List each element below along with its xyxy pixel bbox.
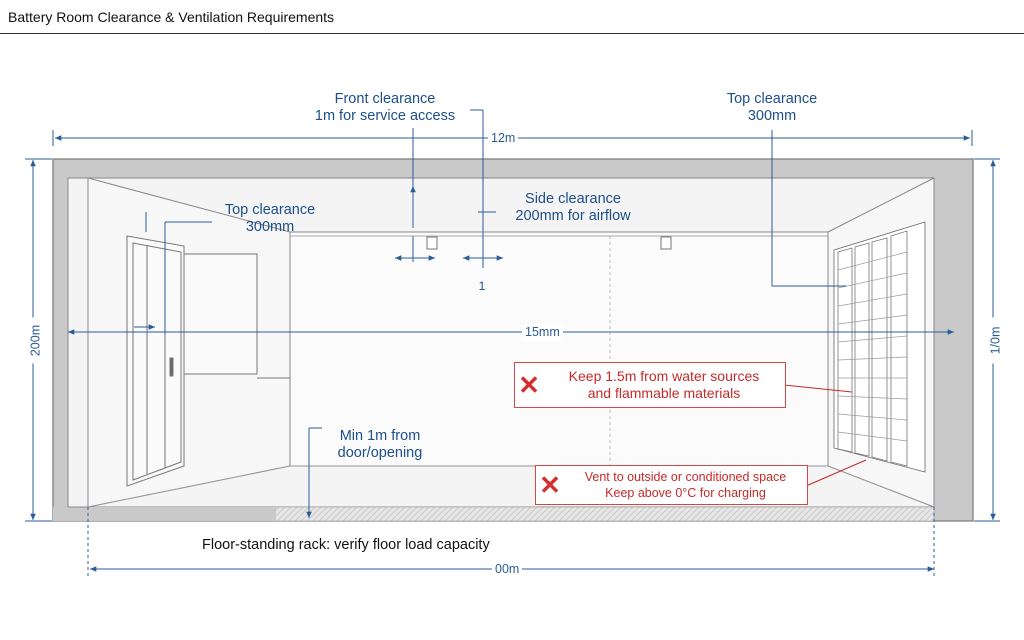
warning-vent-box: ✕ Vent to outside or conditioned space K… <box>535 465 808 505</box>
floor-load-note: Floor-standing rack: verify floor load c… <box>202 537 490 553</box>
warning-water-line1: Keep 1.5m from water sources <box>568 368 760 384</box>
warning-x-icon: ✕ <box>518 370 540 400</box>
min-door-value: door/opening <box>337 445 423 461</box>
door-frame <box>126 235 290 487</box>
min-door-label: Min 1m from door/opening <box>326 428 434 462</box>
side-clearance-title: Side clearance <box>525 191 621 207</box>
warning-water-box: ✕ Keep 1.5m from water sources and flamm… <box>514 362 786 408</box>
side-clearance-value: 200mm for airflow <box>515 208 631 224</box>
top-clearance-left-value: 300mm <box>245 219 295 235</box>
dimension-bottom-width: 00m <box>492 561 523 578</box>
top-clearance-right-label: Top clearance 300mm <box>706 91 838 125</box>
dimension-right-height: 1/0m <box>987 317 1005 364</box>
warning-water-text: Keep 1.5m from water sources and flammab… <box>543 368 785 402</box>
side-clearance-label: Side clearance 200mm for airflow <box>492 191 654 225</box>
dimension-left-height: 200m <box>27 317 45 364</box>
front-clearance-label: Front clearance 1m for service access <box>292 91 478 125</box>
warning-leaders <box>783 384 867 487</box>
top-clearance-right-title: Top clearance <box>726 91 818 107</box>
top-clearance-left-label: Top clearance 300mm <box>204 202 336 236</box>
warning-vent-text: Vent to outside or conditioned space Kee… <box>564 469 807 501</box>
marker-one: 1 <box>478 279 486 293</box>
title-divider <box>0 33 1024 34</box>
top-clearance-right-value: 300mm <box>747 108 797 124</box>
front-clearance-title: Front clearance <box>334 91 436 107</box>
top-clearance-left-title: Top clearance <box>224 202 316 218</box>
warning-x-icon: ✕ <box>539 470 561 500</box>
dimension-inner-width: 15mm <box>522 324 563 341</box>
page-title: Battery Room Clearance & Ventilation Req… <box>8 9 335 25</box>
min-door-title: Min 1m from <box>339 428 421 444</box>
ceiling-lights <box>426 236 672 250</box>
back-wall <box>289 231 829 507</box>
warning-vent-line1: Vent to outside or conditioned space <box>584 470 787 484</box>
warning-water-line2: and flammable materials <box>587 385 741 401</box>
battery-rack <box>833 221 926 473</box>
dimension-top-width: 12m <box>488 130 519 147</box>
warning-vent-line2: Keep above 0°C for charging <box>605 486 766 500</box>
front-clearance-value: 1m for service access <box>314 108 456 124</box>
